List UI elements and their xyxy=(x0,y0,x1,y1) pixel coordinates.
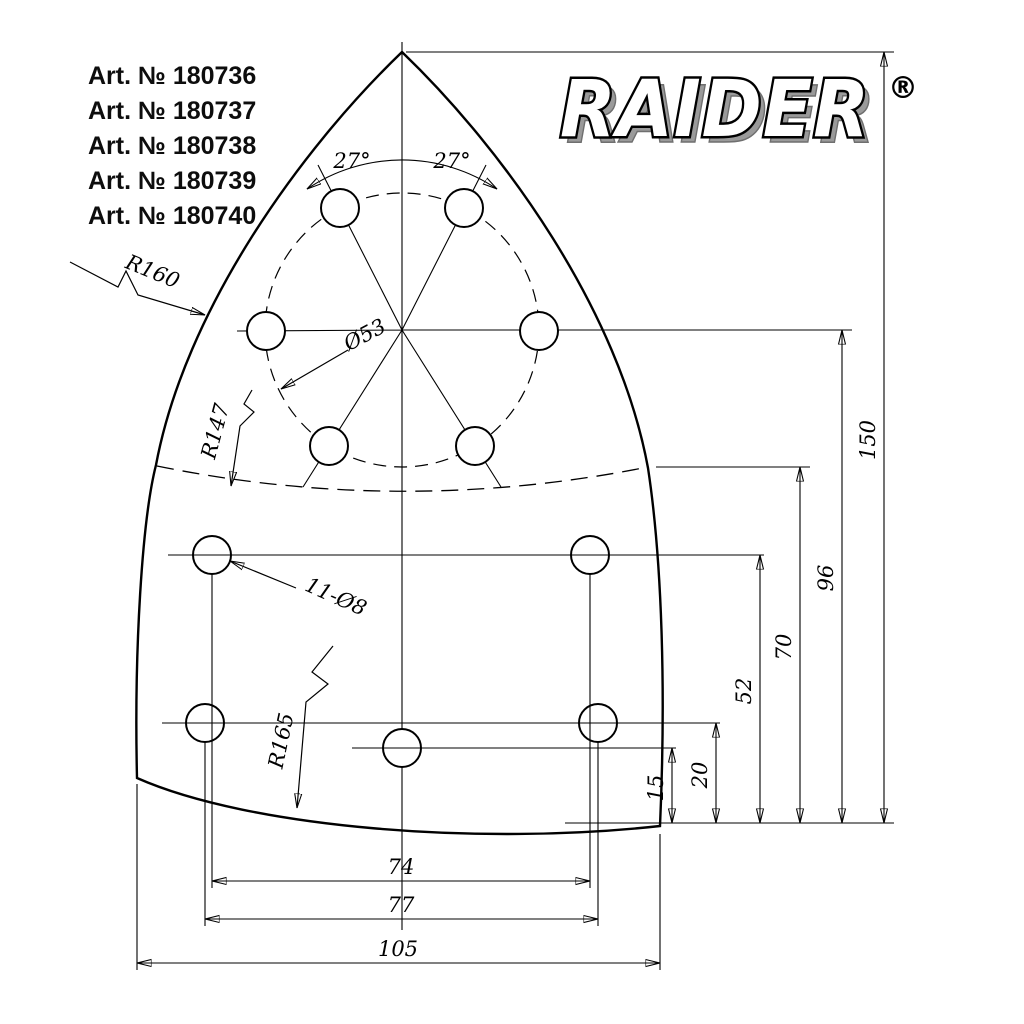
r147-leader xyxy=(231,389,255,486)
r160-leader xyxy=(69,261,205,316)
raider-logo-shadow: RAIDER xyxy=(566,71,876,161)
hole-row-centerlines xyxy=(162,554,764,749)
dim-52-label: 52 xyxy=(732,678,756,705)
dim-150-label: 150 xyxy=(856,420,880,460)
dia53-leader xyxy=(281,349,349,390)
radial-spokes xyxy=(236,164,852,488)
angle-right-label: 27° xyxy=(432,149,470,173)
angle-left-label: 27° xyxy=(332,149,370,173)
hole xyxy=(309,426,349,466)
dim-15-label: 15 xyxy=(644,775,668,802)
hole xyxy=(320,188,360,228)
pad-outline xyxy=(135,50,664,836)
article-number: Art. № 180737 xyxy=(88,97,256,125)
hole xyxy=(444,188,484,228)
registered-trademark-icon: ® xyxy=(888,71,918,106)
raider-logo-text: RAIDER xyxy=(560,65,870,155)
hole xyxy=(455,426,495,466)
article-number: Art. № 180736 xyxy=(88,62,256,90)
r165-label: R165 xyxy=(263,711,298,772)
article-number: Art. № 180740 xyxy=(88,202,256,230)
right-dimensions: 15 20 52 70 96 150 xyxy=(644,52,884,823)
r165-leader xyxy=(297,645,334,808)
article-number: Art. № 180738 xyxy=(88,132,256,160)
dia53-label: Ø53 xyxy=(339,314,390,356)
bottom-dimensions: 74 77 105 xyxy=(137,855,660,963)
holes-label: 11-Ø8 xyxy=(302,573,371,621)
article-number-list: Art. № 180736 Art. № 180737 Art. № 18073… xyxy=(88,62,256,230)
r147-label: R147 xyxy=(196,400,234,462)
dim-105-label: 105 xyxy=(378,937,418,961)
holes-leader xyxy=(230,560,297,589)
dim-74-label: 74 xyxy=(388,855,415,879)
hole xyxy=(519,311,559,351)
dim-77-label: 77 xyxy=(388,893,415,917)
extension-lines xyxy=(136,51,894,970)
dim-70-label: 70 xyxy=(772,634,796,661)
dim-20-label: 20 xyxy=(688,762,712,790)
r160-label: R160 xyxy=(121,250,183,294)
hole xyxy=(246,311,286,351)
callout-leaders: R160 R147 R165 Ø53 11-Ø8 xyxy=(69,250,390,808)
article-number: Art. № 180739 xyxy=(88,167,256,195)
raider-logo: RAIDER RAIDER ® xyxy=(558,63,919,162)
angle-dimension-arc xyxy=(307,159,497,189)
dim-96-label: 96 xyxy=(814,565,838,592)
